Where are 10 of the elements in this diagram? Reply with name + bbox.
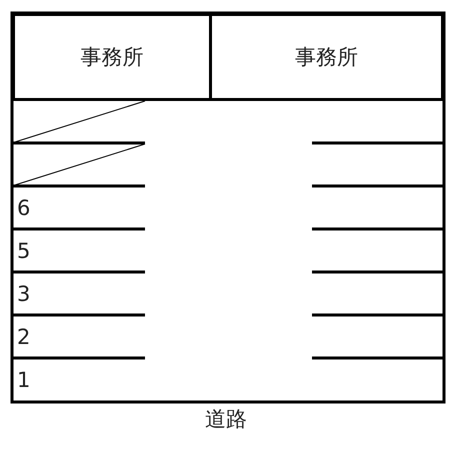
road-label: 道路 xyxy=(205,409,247,430)
office-label: 事務所 xyxy=(295,44,358,71)
office-box xyxy=(12,13,212,101)
space-number: 5 xyxy=(17,241,30,262)
space-number: 2 xyxy=(17,327,30,348)
office-box xyxy=(209,13,444,101)
space-number: 3 xyxy=(17,284,30,305)
office-label: 事務所 xyxy=(80,44,144,71)
space-number: 1 xyxy=(17,370,30,391)
space-number: 6 xyxy=(17,198,30,219)
